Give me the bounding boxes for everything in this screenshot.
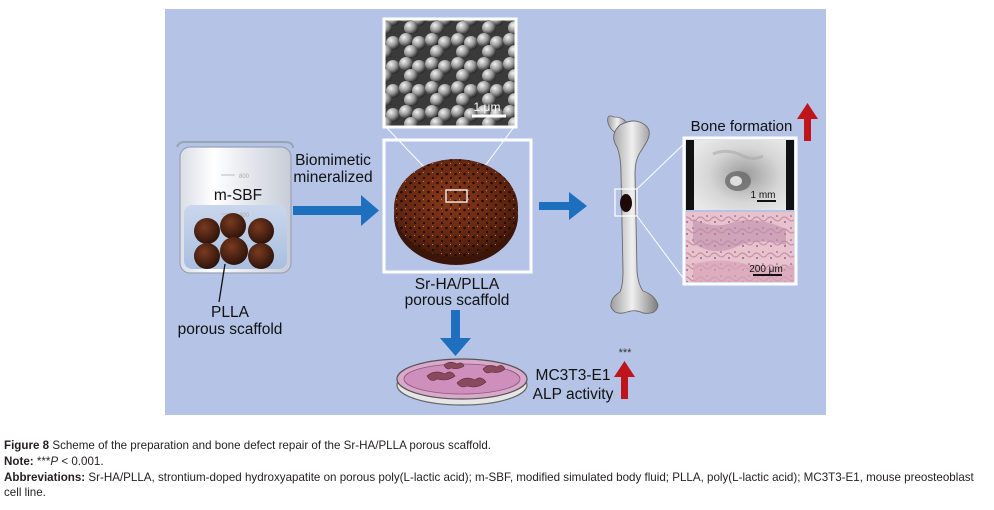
arrow-cell-test (440, 310, 471, 356)
note-stars: *** (33, 455, 51, 468)
femur-bone (607, 115, 659, 314)
cells (426, 361, 506, 388)
biomimetic-label-line1: Biomimetic (295, 152, 371, 169)
defect-region-box (614, 188, 638, 217)
msbf-label: m-SBF (213, 187, 263, 204)
histology-image: 200 μm (686, 212, 794, 282)
figure-abbreviations: Abbreviations: Sr-HA/PLLA, strontium-dop… (4, 470, 992, 500)
scheme-graphics: 800 400 1 μm (176, 17, 818, 406)
histo-scale-label: 200 μm (749, 264, 783, 275)
scheme-diagram: 800 400 1 μm (165, 9, 826, 415)
abbr-label: Abbreviations: (4, 471, 86, 484)
sr-ha-scaffold (382, 138, 533, 274)
note-p: P (50, 455, 59, 468)
beaker-mark-800: 800 (239, 174, 250, 180)
plla-label-line2: porous scaffold (177, 321, 283, 338)
srha-label-line2: porous scaffold (404, 292, 510, 309)
beaker-mark-400: 400 (239, 213, 250, 219)
arrow-implantation (539, 192, 587, 220)
bone-formation-up-arrow (797, 103, 818, 141)
significance-stars: *** (618, 347, 632, 359)
note-label: Note: (4, 455, 34, 468)
zoom-region-box (445, 189, 468, 203)
srha-label-line1: Sr-HA/PLLA (414, 276, 500, 293)
zoom-line-bone-top (636, 141, 687, 190)
sem-image: 1 μm (382, 17, 518, 129)
plla-pellets (194, 213, 274, 269)
ct-scale-label: 1 mm (751, 190, 776, 201)
plla-label-line1: PLLA (211, 304, 249, 321)
alp-activity-up-arrow (614, 361, 635, 399)
caption-title-label: Figure 8 (4, 439, 50, 452)
note-rest: < 0.001. (58, 455, 104, 468)
beaker: 800 400 (176, 140, 294, 303)
bone-formation-label: Bone formation (690, 118, 793, 135)
petri-dish (396, 358, 528, 406)
sem-scale-label: 1 μm (474, 100, 501, 114)
caption-title-text: Scheme of the preparation and bone defec… (49, 439, 492, 452)
figure-note: Note: ***P < 0.001. (4, 454, 992, 469)
figure-caption: Figure 8 Scheme of the preparation and b… (4, 438, 992, 453)
bone-results-frame (682, 136, 798, 286)
alp-activity-label: ALP activity (532, 386, 614, 403)
biomimetic-label-line2: mineralized (293, 169, 373, 186)
micro-ct-image: 1 mm (686, 140, 794, 210)
cell-line-label: MC3T3-E1 (535, 367, 611, 384)
abbr-text: Sr-HA/PLLA, strontium-doped hydroxyapati… (4, 471, 974, 499)
bone-defect-implant (620, 194, 632, 212)
arrow-mineralization (293, 195, 379, 226)
plla-pointer-line (218, 263, 226, 303)
zoom-line-bone-bottom (636, 215, 687, 283)
